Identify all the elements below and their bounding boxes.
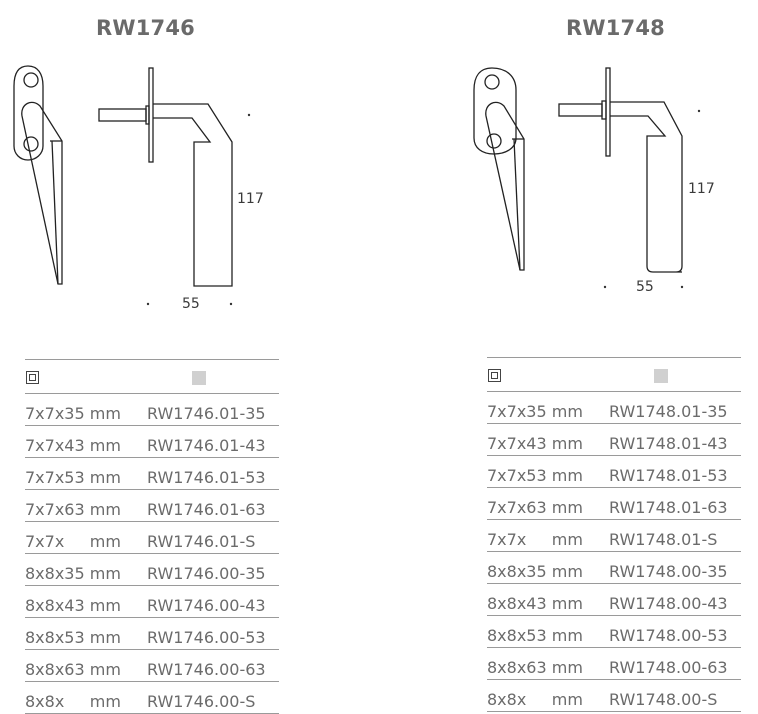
size-cell: 8x8x mm	[487, 679, 609, 712]
size-cell: 8x8x53 mm	[487, 615, 609, 648]
rw1746-side-view	[98, 67, 233, 287]
rw1748-side-view	[558, 67, 683, 273]
rw1748-width-dimension: 55	[636, 279, 654, 295]
size-cell: 8x8x mm	[25, 681, 147, 714]
code-cell: RW1748.01-63	[609, 487, 741, 520]
table-header-row	[487, 357, 741, 392]
code-cell: RW1748.00-63	[609, 647, 741, 680]
finish-swatch-icon	[654, 369, 668, 383]
rw1746-front-view	[13, 65, 63, 285]
size-cell: 7x7x63 mm	[487, 487, 609, 520]
size-cell: 7x7x53 mm	[487, 455, 609, 488]
code-cell: RW1748.01-S	[609, 519, 741, 552]
code-cell: RW1746.00-43	[147, 585, 279, 618]
code-cell: RW1746.00-63	[147, 649, 279, 682]
rw1748-height-dimension: 117	[688, 181, 715, 197]
size-cell: 7x7x mm	[25, 521, 147, 554]
code-cell: RW1746.01-63	[147, 489, 279, 522]
handle-drawings	[13, 65, 701, 306]
code-cell: RW1746.00-53	[147, 617, 279, 650]
size-cell: 7x7x35 mm	[25, 393, 147, 426]
code-cell: RW1748.00-43	[609, 583, 741, 616]
size-cell: 8x8x43 mm	[25, 585, 147, 618]
code-cell: RW1748.01-35	[609, 391, 741, 424]
size-cell: 8x8x53 mm	[25, 617, 147, 650]
code-cell: RW1746.00-35	[147, 553, 279, 586]
finish-swatch-icon	[192, 371, 206, 385]
rw1746-height-dimension: 117	[237, 191, 264, 207]
size-cell: 8x8x63 mm	[487, 647, 609, 680]
square-spindle-icon	[488, 369, 501, 382]
rw1748-front-view	[473, 67, 525, 271]
rw1746-width-dimension: 55	[182, 296, 200, 312]
code-cell: RW1748.00-35	[609, 551, 741, 584]
size-cell: 8x8x35 mm	[487, 551, 609, 584]
size-cell: 7x7x43 mm	[25, 425, 147, 458]
size-cell: 7x7x53 mm	[25, 457, 147, 490]
size-cell: 7x7x mm	[487, 519, 609, 552]
size-cell: 7x7x35 mm	[487, 391, 609, 424]
product-title-rw1748: RW1748	[566, 16, 665, 40]
table-header-row	[25, 359, 279, 394]
size-cell: 7x7x63 mm	[25, 489, 147, 522]
code-cell: RW1748.00-53	[609, 615, 741, 648]
code-cell: RW1748.00-S	[609, 679, 741, 712]
code-cell: RW1746.01-53	[147, 457, 279, 490]
size-cell: 8x8x35 mm	[25, 553, 147, 586]
size-cell: 8x8x43 mm	[487, 583, 609, 616]
size-cell: 7x7x43 mm	[487, 423, 609, 456]
code-cell: RW1746.00-S	[147, 681, 279, 714]
code-cell: RW1746.01-35	[147, 393, 279, 426]
code-cell: RW1748.01-43	[609, 423, 741, 456]
product-title-rw1746: RW1746	[96, 16, 195, 40]
square-spindle-icon	[26, 371, 39, 384]
size-cell: 8x8x63 mm	[25, 649, 147, 682]
code-cell: RW1748.01-53	[609, 455, 741, 488]
code-cell: RW1746.01-S	[147, 521, 279, 554]
code-cell: RW1746.01-43	[147, 425, 279, 458]
